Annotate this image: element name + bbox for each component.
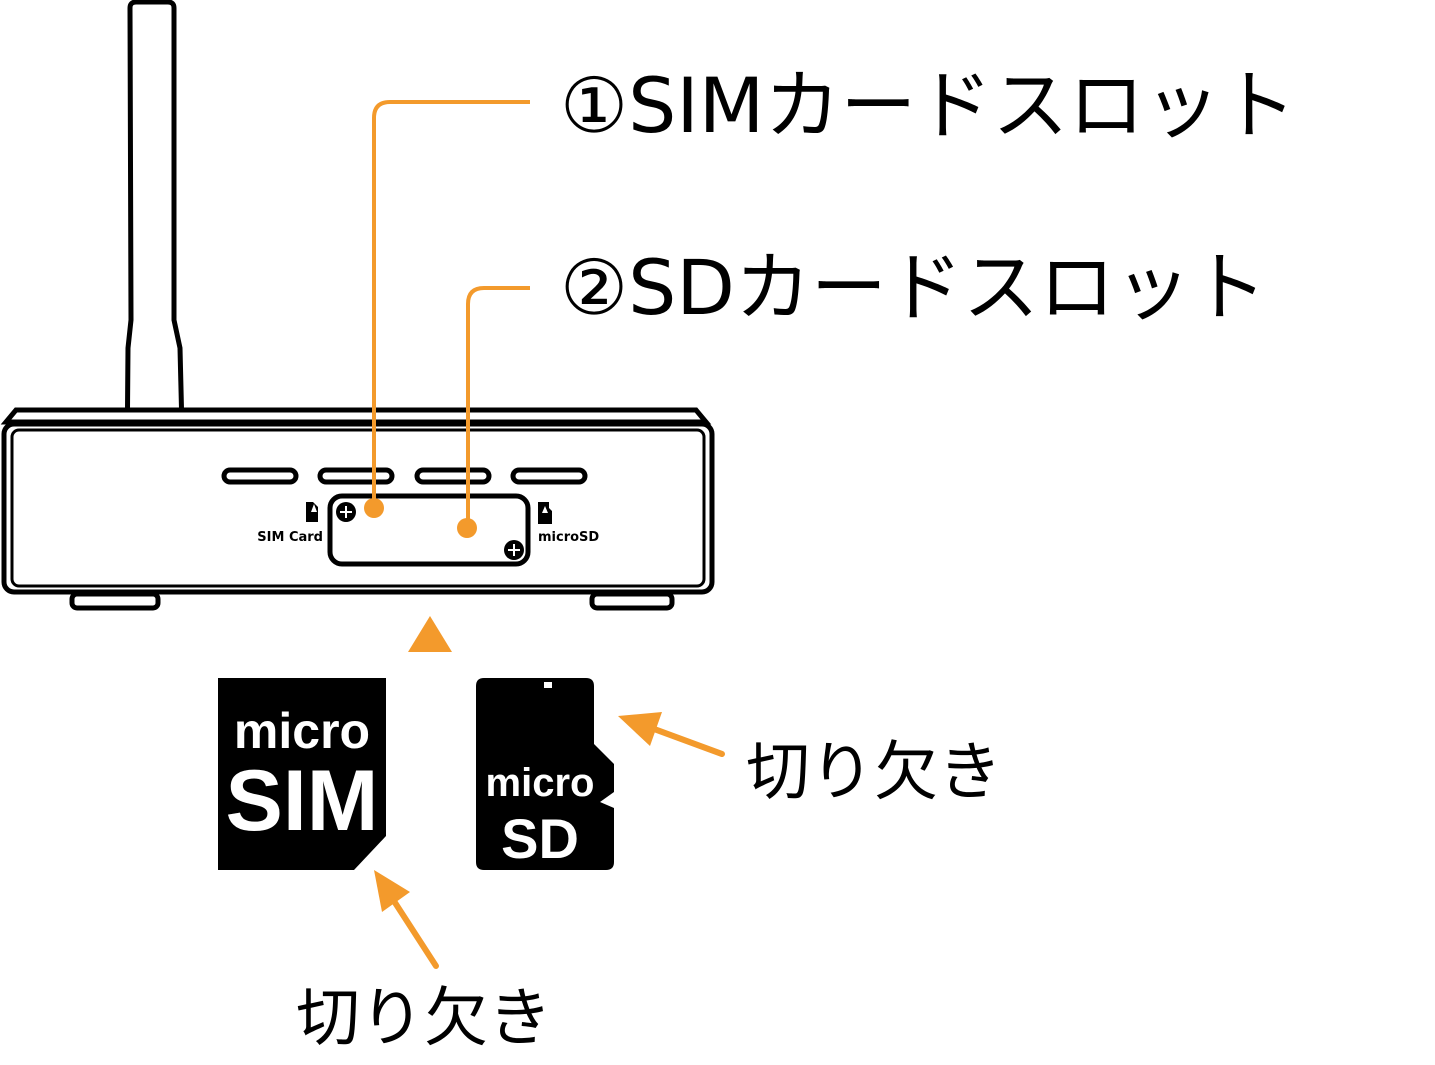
sd-notch-label: 切り欠き xyxy=(746,736,1002,810)
sim-slot-label: ①SIMカードスロット xyxy=(560,61,1296,150)
sim-slot-leader xyxy=(372,100,530,508)
right-foot xyxy=(589,591,675,611)
sim-card-text-sim: SIM xyxy=(226,753,379,849)
sim-notch-label: 切り欠き xyxy=(296,982,552,1056)
sd-slot-leader xyxy=(466,286,530,528)
insert-direction-arrow-icon xyxy=(408,616,452,652)
sd-card-text-sd: SD xyxy=(501,807,579,870)
vent-slot xyxy=(510,467,588,485)
router-body: SIM Card microSD xyxy=(0,407,715,611)
vent-slot xyxy=(414,467,492,485)
pointer-arrow-icon xyxy=(618,712,725,757)
slot-cover[interactable] xyxy=(327,493,531,567)
vent-slot xyxy=(317,467,395,485)
micro-sim-card: micro SIM xyxy=(218,678,386,870)
sim-card-text-micro: micro xyxy=(234,703,370,759)
micro-sd-card: micro SD xyxy=(476,678,614,870)
vent-slot xyxy=(221,467,299,485)
sd-card-text-micro: micro xyxy=(486,761,595,805)
sim-slot-dot xyxy=(364,498,384,518)
microsd-label: microSD xyxy=(538,530,599,545)
callout-leaders xyxy=(364,100,530,538)
left-foot xyxy=(69,591,161,611)
sd-slot-label: ②SDカードスロット xyxy=(560,243,1267,332)
screw-icon xyxy=(336,502,356,522)
sd-slot-dot xyxy=(457,518,477,538)
screw-icon xyxy=(504,540,524,560)
sim-card-label: SIM Card xyxy=(257,530,323,545)
pointer-arrow-icon xyxy=(374,870,439,969)
